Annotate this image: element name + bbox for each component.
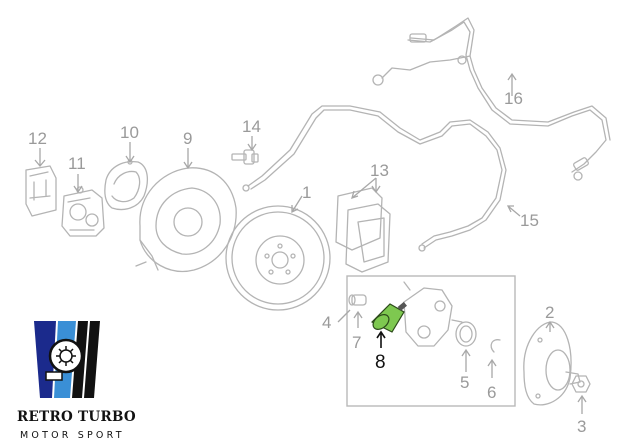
brake-line-part [242, 105, 507, 252]
leader-lines [34, 72, 587, 414]
highlighted-part-8[interactable] [370, 301, 407, 333]
callout-12: 12 [28, 129, 47, 148]
callout-10: 10 [120, 123, 139, 142]
brand-tagline: MOTOR SPORT [20, 430, 125, 441]
callout-3: 3 [577, 417, 586, 436]
detail-inset-box [346, 275, 516, 407]
callout-6: 6 [487, 383, 496, 402]
callout-16: 16 [504, 89, 523, 108]
brake-disc-part [225, 205, 331, 311]
callout-11: 11 [68, 154, 86, 173]
bolt-part-14 [231, 149, 259, 165]
dust-shield-small-part [104, 159, 149, 211]
callout-5: 5 [460, 373, 469, 392]
circlip-part [490, 339, 501, 353]
caliper-part [61, 186, 105, 237]
callout-14: 14 [242, 117, 261, 136]
callout-9: 9 [183, 129, 192, 148]
brand-logo: RETRO TURBO MOTOR SPORT [17, 321, 136, 441]
callout-4: 4 [322, 313, 331, 332]
brake-pads-part [335, 187, 391, 273]
callout-1: 1 [302, 183, 311, 202]
turbo-icon [45, 338, 84, 381]
wheel-hub-part [523, 321, 581, 406]
hub-nut-part [571, 375, 591, 393]
wheel-bearing-part [455, 321, 477, 347]
caliper-bracket-part [25, 165, 57, 217]
callout-7: 7 [352, 333, 361, 352]
callout-15: 15 [520, 211, 539, 230]
bushing-part [348, 294, 367, 306]
callout-labels: 12 11 10 9 14 1 13 15 16 4 7 8 5 6 2 3 [28, 89, 586, 436]
callout-8[interactable]: 8 [375, 352, 386, 373]
brand-name: RETRO TURBO [17, 409, 136, 425]
callout-2: 2 [545, 303, 554, 322]
dust-shield-part [135, 167, 237, 272]
abs-sensor-cable-part [372, 17, 611, 181]
callout-13: 13 [370, 161, 389, 180]
wheel-bearing-housing-part [403, 281, 463, 347]
